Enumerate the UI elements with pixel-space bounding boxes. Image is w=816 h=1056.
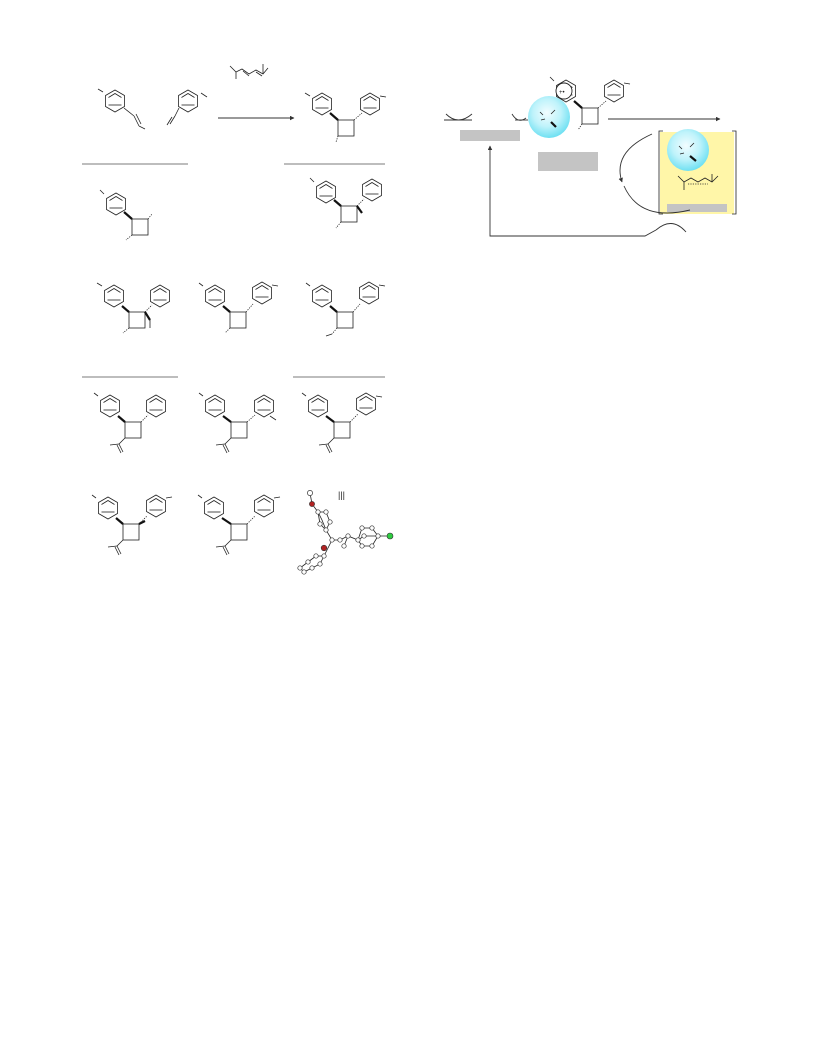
product-compound xyxy=(309,177,382,229)
aryl-ring-icon xyxy=(604,79,624,103)
cyclobutane-product xyxy=(304,92,387,143)
return-arc xyxy=(655,223,687,233)
radical-cation-charge: +• xyxy=(559,90,565,96)
aryl-ring-icon xyxy=(105,89,125,113)
aryl-ring-icon xyxy=(178,89,198,113)
label-placeholder xyxy=(460,130,520,141)
aryl-ring-icon xyxy=(204,496,224,520)
aryl-ring-icon xyxy=(146,394,166,418)
equality-mark: ||| xyxy=(338,490,345,500)
aryl-ring-icon xyxy=(150,284,170,308)
return-arrow xyxy=(487,145,657,237)
aryl-ring-icon xyxy=(308,394,328,418)
exciplex-complex xyxy=(658,129,737,215)
product-compound xyxy=(91,494,173,556)
product-compound xyxy=(197,494,281,556)
aryl-ring-icon xyxy=(106,192,126,216)
aryl-ring-icon xyxy=(104,284,124,308)
cycle-arc xyxy=(623,185,691,214)
aryl-ring-icon xyxy=(360,92,380,116)
aryl-ring-icon xyxy=(312,92,332,116)
aryl-ring-icon xyxy=(356,392,376,416)
product-compound xyxy=(99,189,153,241)
radical-cation-badge xyxy=(555,82,573,100)
aryl-ring-icon xyxy=(252,281,272,305)
reactant-alkene xyxy=(97,88,146,130)
aryl-ring-icon xyxy=(254,494,274,518)
aryl-ring-icon xyxy=(362,178,382,202)
catalytic-cycle: +• xyxy=(444,76,737,237)
diene-radical xyxy=(677,174,719,190)
label-placeholder xyxy=(667,204,727,212)
label-placeholder xyxy=(538,152,598,171)
aryl-ring-icon xyxy=(254,394,274,418)
aryl-ring-icon xyxy=(205,284,225,308)
photosensitizer-sphere-icon xyxy=(667,129,709,171)
aryl-ring-icon xyxy=(359,281,379,305)
aryl-ring-icon xyxy=(316,180,336,204)
reactant-styrene xyxy=(166,89,208,126)
diene-additive xyxy=(229,64,269,79)
aryl-ring-icon xyxy=(312,284,332,308)
product-compound xyxy=(96,282,170,334)
aryl-ring-icon xyxy=(100,394,120,418)
product-compound xyxy=(93,392,166,454)
radical-cation-intermediate: +• xyxy=(549,76,631,131)
photosensitizer-sphere-icon xyxy=(528,96,570,138)
crystal-structure: ||| xyxy=(297,490,394,575)
product-compound xyxy=(305,281,386,337)
product-compound xyxy=(301,392,383,454)
aryl-ring-icon xyxy=(205,394,225,418)
aryl-ring-icon xyxy=(98,496,118,520)
cycle-arc xyxy=(618,133,653,183)
product-compound xyxy=(198,392,277,454)
aryl-ring-icon xyxy=(146,494,166,518)
product-compound xyxy=(198,281,279,334)
